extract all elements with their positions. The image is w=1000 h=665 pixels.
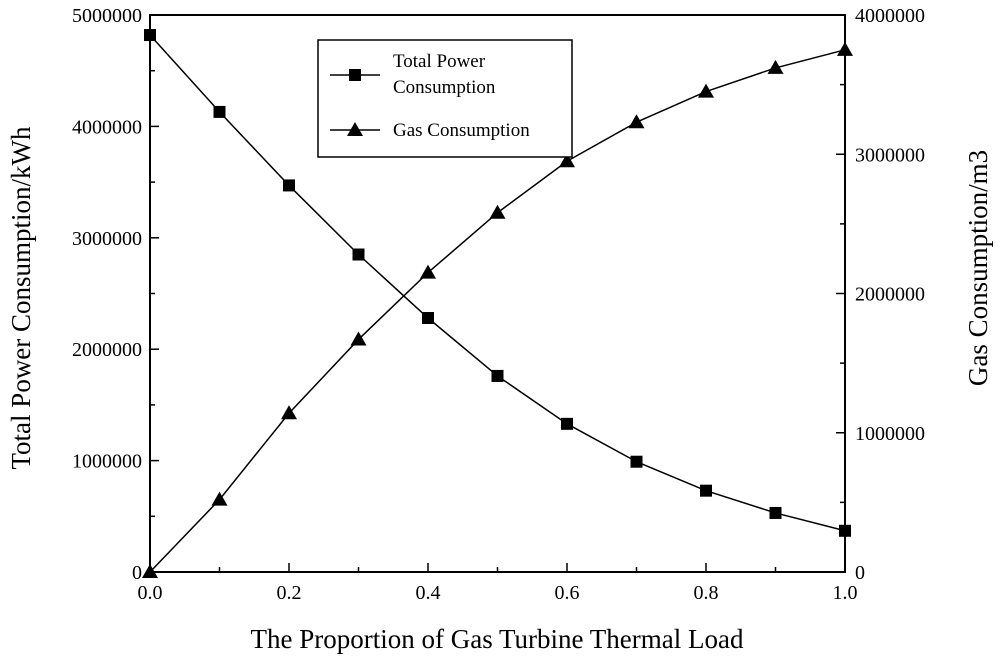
total-power-point: [630, 455, 643, 468]
left-y-tick-label: 2000000: [72, 339, 142, 361]
left-y-tick-label: 5000000: [72, 5, 142, 27]
total-power-point: [352, 248, 365, 261]
legend-gas-consumption-label: Gas Consumption: [393, 120, 530, 141]
legend-total-power-marker: [349, 69, 361, 81]
gas-consumption-point: [420, 264, 436, 279]
right-y-tick-label: 0: [855, 562, 865, 584]
left-y-tick-label: 3000000: [72, 228, 142, 250]
legend-total-power-label: Total Power: [393, 51, 486, 72]
total-power-point: [491, 369, 504, 382]
left-y-tick-label: 4000000: [72, 116, 142, 138]
right-y-tick-label: 1000000: [855, 423, 925, 445]
total-power-point: [422, 312, 434, 325]
gas-consumption-point: [489, 204, 506, 219]
gas-consumption-point: [698, 83, 714, 98]
gas-consumption-point: [211, 491, 228, 506]
legend-box: [317, 39, 573, 158]
total-power-point: [213, 105, 226, 118]
gas-consumption-point: [628, 114, 645, 129]
legend-gas-consumption-marker: [347, 122, 363, 136]
right-y-tick-label: 3000000: [855, 144, 925, 166]
total-power-point: [700, 484, 712, 497]
left-y-tick-label: 0: [132, 562, 142, 584]
right-y-tick-label: 2000000: [855, 284, 925, 306]
x-tick-label: 0.2: [277, 582, 302, 604]
total-power-point: [561, 417, 573, 430]
total-power-point: [769, 506, 782, 519]
x-axis-title: The Proportion of Gas Turbine Thermal Lo…: [251, 624, 744, 654]
total-power-point: [283, 179, 295, 192]
gas-consumption-point: [559, 153, 575, 168]
right-y-axis-title: Gas Consumption/m3: [963, 150, 993, 386]
x-tick-label: 0.4: [416, 582, 441, 604]
x-tick-label: 1.0: [833, 582, 858, 604]
gas-consumption-point: [350, 331, 367, 346]
right-y-tick-label: 4000000: [855, 5, 925, 27]
gas-consumption-point: [767, 59, 784, 74]
gas-consumption-point: [281, 405, 297, 420]
left-y-axis-title: Total Power Consumption/kWh: [6, 126, 36, 470]
legend-total-power-label: Consumption: [393, 77, 496, 98]
x-tick-label: 0.6: [555, 582, 580, 604]
x-tick-label: 0.0: [138, 582, 163, 604]
left-y-tick-label: 1000000: [72, 451, 142, 473]
x-tick-label: 0.8: [694, 582, 719, 604]
